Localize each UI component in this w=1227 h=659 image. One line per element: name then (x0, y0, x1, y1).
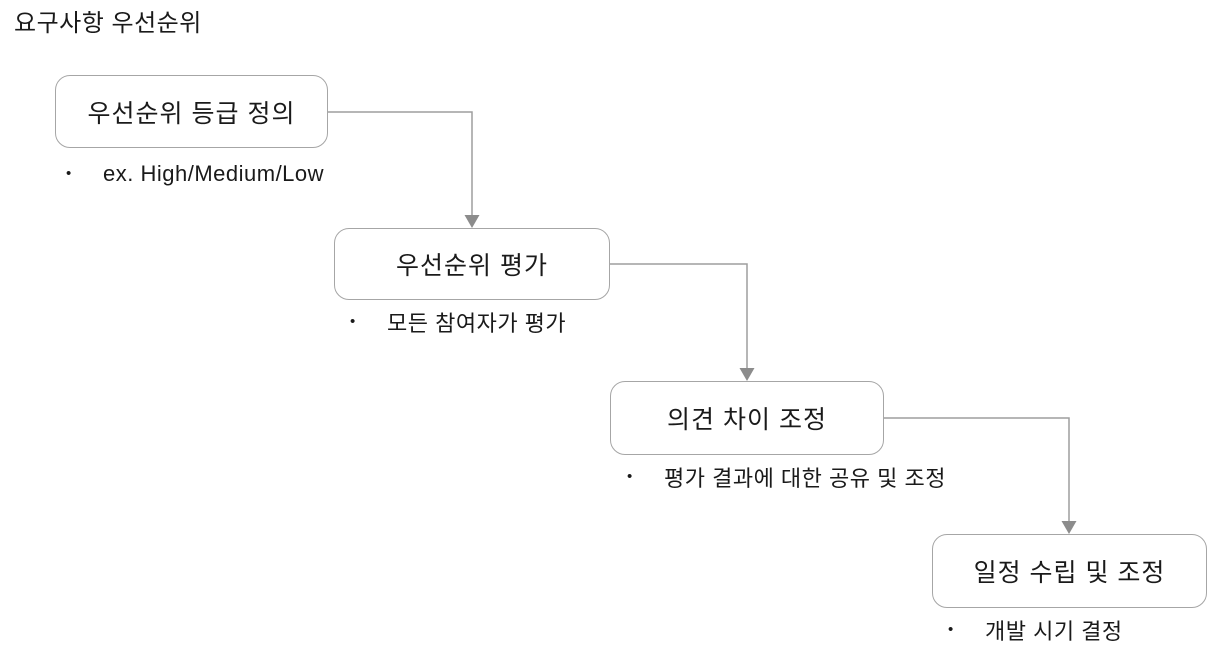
step-box-label: 우선순위 평가 (396, 252, 548, 280)
step-box-label: 우선순위 등급 정의 (87, 99, 296, 128)
step-note-text: 모든 참여자가 평가 (387, 311, 567, 336)
arrow-down-icon (464, 215, 480, 228)
page-title: 요구사항 우선순위 (14, 10, 202, 37)
step-note: • 개발 시기 결정 (948, 616, 1123, 644)
step-note-text: 개발 시기 결정 (985, 619, 1123, 644)
step-note: • 평가 결과에 대한 공유 및 조정 (627, 463, 946, 491)
bullet-icon: • (948, 621, 954, 638)
arrow-down-icon (1061, 521, 1077, 534)
bullet-icon: • (350, 313, 356, 330)
step-box-schedule-planning: 일정 수립 및 조정 (932, 534, 1207, 608)
step-box-label: 일정 수립 및 조정 (973, 559, 1166, 587)
step-note-text: 평가 결과에 대한 공유 및 조정 (664, 466, 946, 491)
connector-2-line (610, 263, 748, 368)
connector-1 (328, 111, 480, 228)
step-box-define-priority-levels: 우선순위 등급 정의 (55, 75, 328, 148)
bullet-icon: • (627, 468, 633, 485)
connector-1-line (328, 111, 473, 215)
step-box-label: 의견 차이 조정 (667, 406, 827, 434)
step-note: • 모든 참여자가 평가 (350, 308, 566, 336)
connector-2 (610, 263, 755, 381)
step-note-text: ex. High/Medium/Low (103, 161, 325, 186)
arrow-down-icon (739, 368, 755, 381)
step-note: • ex. High/Medium/Low (66, 160, 324, 188)
bullet-icon: • (66, 165, 72, 182)
step-box-resolve-differences: 의견 차이 조정 (610, 381, 884, 455)
step-box-evaluate-priority: 우선순위 평가 (334, 228, 610, 300)
